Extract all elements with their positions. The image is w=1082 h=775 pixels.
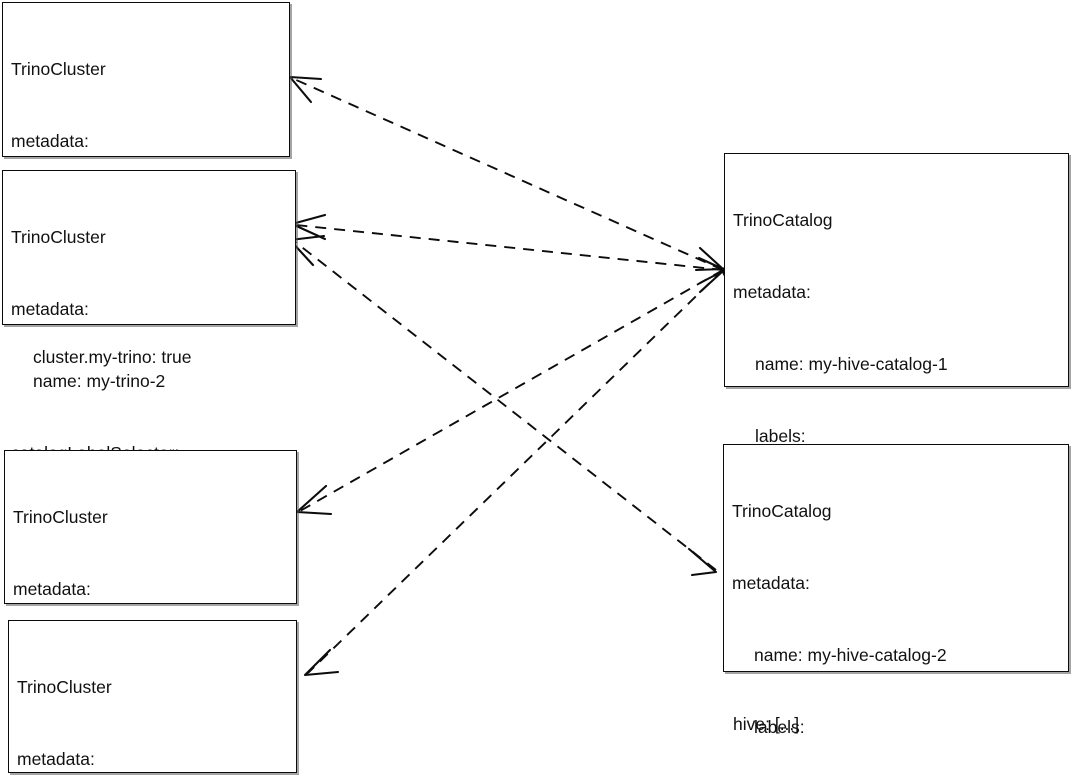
node-line-metadata: metadata: <box>13 579 91 599</box>
node-trinocluster-my-trino-blue[interactable]: TrinoCluster metadata: name: my-trino-bl… <box>4 450 297 743</box>
edge-catalog1-to-my-trino-blue <box>295 266 734 516</box>
node-trinocluster-my-trino-2[interactable]: TrinoCluster metadata: name: my-trino-2 … <box>2 170 296 535</box>
node-line-kind: TrinoCatalog <box>732 501 832 521</box>
node-line-labels: labels: <box>755 426 806 446</box>
node-line-name: name: my-hive-catalog-2 <box>754 645 947 665</box>
edge-line <box>295 224 724 271</box>
node-trinocluster-my-trino-green[interactable]: TrinoCluster metadata: name: my-trino-gr… <box>8 620 297 773</box>
node-line-hive: hive: [...] <box>733 714 800 734</box>
node-line-metadata: metadata: <box>733 282 811 302</box>
node-line-metadata: metadata: <box>732 573 810 593</box>
node-line-kind: TrinoCluster <box>11 59 106 79</box>
edge-convergence-hub <box>694 246 725 294</box>
arrowhead-icon <box>687 547 718 577</box>
edge-line <box>293 78 724 271</box>
edge-catalog1-to-my-trino-2-upper <box>290 213 734 276</box>
node-line-kind: TrinoCatalog <box>733 210 833 230</box>
arrowhead-icon <box>698 269 725 294</box>
edge-catalog1-to-my-trino <box>288 75 733 277</box>
edge-line <box>307 269 724 674</box>
node-trinocluster-my-trino[interactable]: TrinoCluster metadata: name: my-trino ca… <box>2 2 290 367</box>
node-line-metadata: metadata: <box>11 131 89 151</box>
node-line-kind: TrinoCluster <box>17 677 112 697</box>
node-line-selector-entry: cluster.my-trino: true <box>33 347 192 367</box>
arrowhead-icon <box>303 648 340 677</box>
node-line-kind: TrinoCluster <box>11 227 106 247</box>
edge-line <box>299 269 724 512</box>
node-line-labels: labels: <box>754 717 805 737</box>
node-trinocatalog-my-hive-catalog-1[interactable]: TrinoCatalog metadata: name: my-hive-cat… <box>724 153 1069 734</box>
hub-stroke <box>694 267 725 272</box>
node-line-metadata: metadata: <box>17 749 95 769</box>
arrowhead-icon <box>697 246 725 271</box>
node-body: TrinoCatalog metadata: name: my-hive-cat… <box>724 445 1068 775</box>
node-line-name: name: my-hive-catalog-1 <box>755 354 948 374</box>
node-line-name: name: my-trino-2 <box>33 371 166 391</box>
node-line-metadata: metadata: <box>11 299 89 319</box>
arrowhead-icon <box>288 75 323 104</box>
node-line-kind: TrinoCluster <box>13 507 108 527</box>
arrowhead-icon <box>295 484 333 516</box>
node-trinocatalog-my-hive-catalog-2[interactable]: TrinoCatalog metadata: name: my-hive-cat… <box>723 444 1069 737</box>
arrowhead-icon <box>290 213 327 241</box>
node-body: TrinoCluster metadata: name: my-trino-gr… <box>9 621 296 775</box>
edge-line <box>293 240 717 571</box>
edge-catalog1-to-my-trino-green <box>303 267 735 677</box>
edge-catalog2-to-my-trino-2 <box>288 234 718 577</box>
